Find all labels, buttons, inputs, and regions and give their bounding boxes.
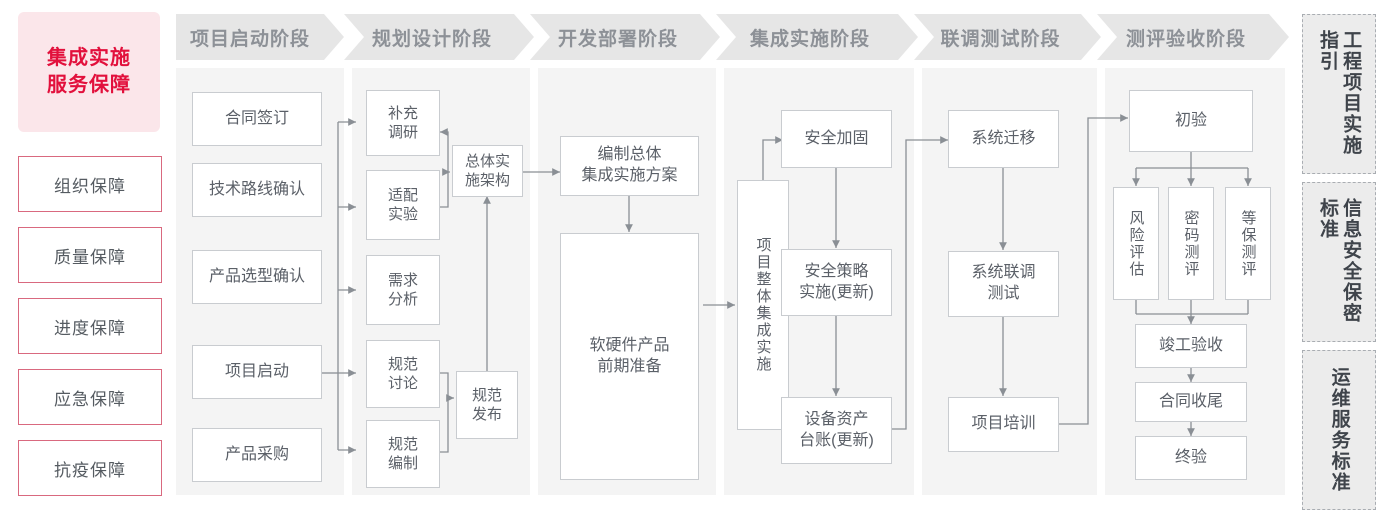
guarantee-label: 质量保障 (54, 247, 126, 267)
standard-card-engineering-guide[interactable]: 工程项目实施指引 (1302, 14, 1376, 174)
flow-node-security-hardening[interactable]: 安全加固 (781, 110, 892, 168)
flow-node-joint-debug-test[interactable]: 系统联调测试 (948, 251, 1059, 317)
flow-node-requirement-analysis[interactable]: 需求分析 (366, 255, 440, 325)
node-label: 终验 (1174, 448, 1207, 466)
flow-node-spec-discussion[interactable]: 规范讨论 (366, 340, 440, 408)
flow-node-mlps-evaluation[interactable]: 等保测评 (1225, 187, 1271, 300)
node-label: 合同收尾 (1158, 392, 1223, 410)
flow-node-risk-assessment[interactable]: 风险评估 (1113, 187, 1159, 300)
flow-node-project-kickoff[interactable]: 项目启动 (192, 345, 322, 399)
node-label: 产品采购 (224, 445, 289, 463)
flow-node-contract-closure[interactable]: 合同收尾 (1135, 382, 1247, 422)
phase-header-label: 项目启动阶段 (189, 28, 310, 50)
node-label: 系统迁移 (971, 129, 1036, 147)
node-label: 产品选型确认 (208, 267, 305, 285)
guarantee-label: 进度保障 (54, 318, 126, 338)
node-label: 项目培训 (971, 415, 1036, 433)
flow-node-overall-architecture[interactable]: 总体实施架构 (452, 145, 523, 197)
node-label: 总体实施架构 (464, 152, 510, 190)
phase-header-label: 联调测试阶段 (940, 28, 1061, 50)
flow-node-spec-release[interactable]: 规范发布 (456, 371, 518, 439)
standard-card-ops-service-standard[interactable]: 运维服务标准 (1302, 350, 1376, 510)
phase-header-1[interactable]: 规划设计阶段 (344, 14, 534, 60)
flow-node-adaptation-test[interactable]: 适配实验 (366, 170, 440, 240)
guarantee-item-4[interactable]: 抗疫保障 (18, 440, 162, 496)
phase-header-label: 开发部署阶段 (557, 28, 678, 50)
flow-node-preliminary-acceptance[interactable]: 初验 (1129, 90, 1253, 152)
node-label: 补充调研 (387, 104, 418, 142)
node-label: 安全加固 (804, 129, 869, 147)
node-label: 项目启动 (224, 362, 289, 380)
flow-node-crypto-evaluation[interactable]: 密码测评 (1168, 187, 1214, 300)
flow-node-security-policy[interactable]: 安全策略实施(更新) (781, 249, 892, 316)
node-label: 设备资产台账(更新) (799, 410, 874, 449)
node-label: 合同签订 (224, 109, 289, 127)
flow-node-tech-route[interactable]: 技术路线确认 (192, 163, 322, 217)
node-label: 软硬件产品前期准备 (589, 336, 670, 375)
node-label: 适配实验 (387, 186, 418, 224)
node-label: 规范发布 (471, 386, 502, 424)
flow-node-product-selection[interactable]: 产品选型确认 (192, 250, 322, 304)
node-label: 安全策略实施(更新) (799, 262, 874, 301)
flow-node-hw-sw-preparation[interactable]: 软硬件产品前期准备 (560, 233, 699, 480)
phase-header-2[interactable]: 开发部署阶段 (530, 14, 720, 60)
node-label: 密码测评 (1182, 209, 1200, 278)
node-label: 技术路线确认 (208, 180, 305, 198)
flow-node-system-migration[interactable]: 系统迁移 (948, 110, 1059, 168)
node-label: 竣工验收 (1158, 336, 1223, 354)
flow-node-product-procurement[interactable]: 产品采购 (192, 428, 322, 482)
guarantee-item-1[interactable]: 质量保障 (18, 227, 162, 283)
standard-label: 工程项目实施指引 (1317, 30, 1362, 156)
phase-header-label: 集成实施阶段 (749, 28, 870, 50)
standard-card-infosec-standard[interactable]: 信息安全保密标准 (1302, 182, 1376, 342)
flow-node-asset-ledger[interactable]: 设备资产台账(更新) (781, 397, 892, 464)
node-label: 需求分析 (387, 271, 418, 309)
node-label: 规范讨论 (387, 355, 418, 393)
node-label: 等保测评 (1239, 209, 1257, 278)
standard-label: 运维服务标准 (1328, 367, 1350, 493)
guarantee-item-3[interactable]: 应急保障 (18, 369, 162, 425)
standard-label: 信息安全保密标准 (1317, 198, 1362, 324)
flow-node-final-acceptance[interactable]: 终验 (1135, 436, 1247, 480)
title-card-label: 集成实施服务保障 (47, 47, 131, 96)
node-label: 初验 (1174, 111, 1207, 129)
guarantee-label: 应急保障 (54, 389, 126, 409)
phase-header-label: 测评验收阶段 (1125, 28, 1246, 50)
node-label: 系统联调测试 (971, 264, 1036, 302)
title-card: 集成实施服务保障 (18, 12, 160, 132)
flow-node-supplementary-research[interactable]: 补充调研 (366, 90, 440, 156)
flow-node-integration-plan[interactable]: 编制总体集成实施方案 (560, 136, 699, 196)
phase-header-3[interactable]: 集成实施阶段 (716, 14, 918, 60)
flow-node-project-training[interactable]: 项目培训 (948, 397, 1059, 452)
guarantee-label: 抗疫保障 (54, 460, 126, 480)
node-label: 编制总体集成实施方案 (581, 146, 678, 184)
phase-header-5[interactable]: 测评验收阶段 (1097, 14, 1289, 60)
node-label: 规范编制 (387, 435, 418, 473)
phase-header-4[interactable]: 联调测试阶段 (914, 14, 1101, 60)
flow-node-spec-drafting[interactable]: 规范编制 (366, 420, 440, 488)
phase-header-0[interactable]: 项目启动阶段 (176, 14, 344, 60)
guarantee-label: 组织保障 (54, 176, 126, 196)
node-label: 风险评估 (1127, 209, 1145, 278)
guarantee-item-2[interactable]: 进度保障 (18, 298, 162, 354)
phase-header-label: 规划设计阶段 (371, 28, 492, 50)
flow-node-completion-acceptance[interactable]: 竣工验收 (1135, 324, 1247, 368)
flow-node-contract-signing[interactable]: 合同签订 (192, 92, 322, 146)
guarantee-item-0[interactable]: 组织保障 (18, 156, 162, 212)
flow-node-overall-integration[interactable]: 项目整体集成实施 (737, 180, 789, 430)
node-label: 项目整体集成实施 (754, 237, 772, 373)
